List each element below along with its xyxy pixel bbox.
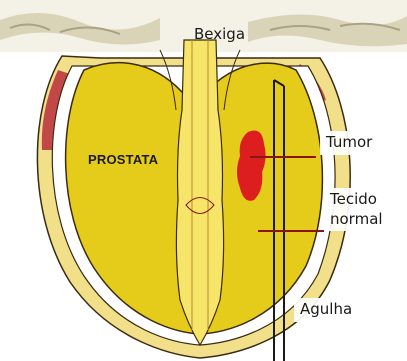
tumor-label: Tumor: [320, 131, 378, 155]
normal-tissue-label: Tecido normal: [324, 188, 398, 231]
bladder-label: Bexiga: [194, 25, 245, 45]
urethra: [176, 40, 223, 345]
prostate-label: PROSTATA: [88, 152, 158, 167]
needle-label: Agulha: [294, 298, 358, 322]
